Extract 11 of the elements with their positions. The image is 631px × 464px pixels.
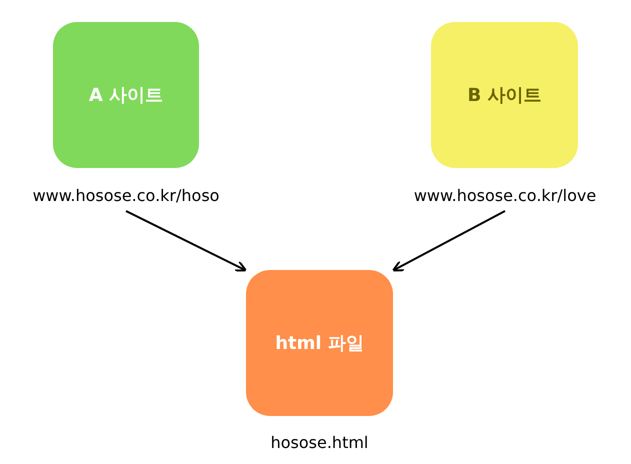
- box-label: html 파일: [275, 332, 364, 356]
- site-box: [246, 270, 393, 416]
- arrow: [392, 210, 506, 272]
- url-text: www.hosose.co.kr/hoso: [6, 184, 246, 208]
- site-box: [53, 22, 199, 168]
- box-label: A 사이트: [88, 84, 164, 108]
- box-label: B 사이트: [468, 84, 542, 108]
- url-text: www.hosose.co.kr/love: [385, 184, 625, 208]
- site-box: [431, 22, 578, 168]
- file-name: hosose.html: [270, 432, 370, 454]
- arrow: [126, 210, 247, 272]
